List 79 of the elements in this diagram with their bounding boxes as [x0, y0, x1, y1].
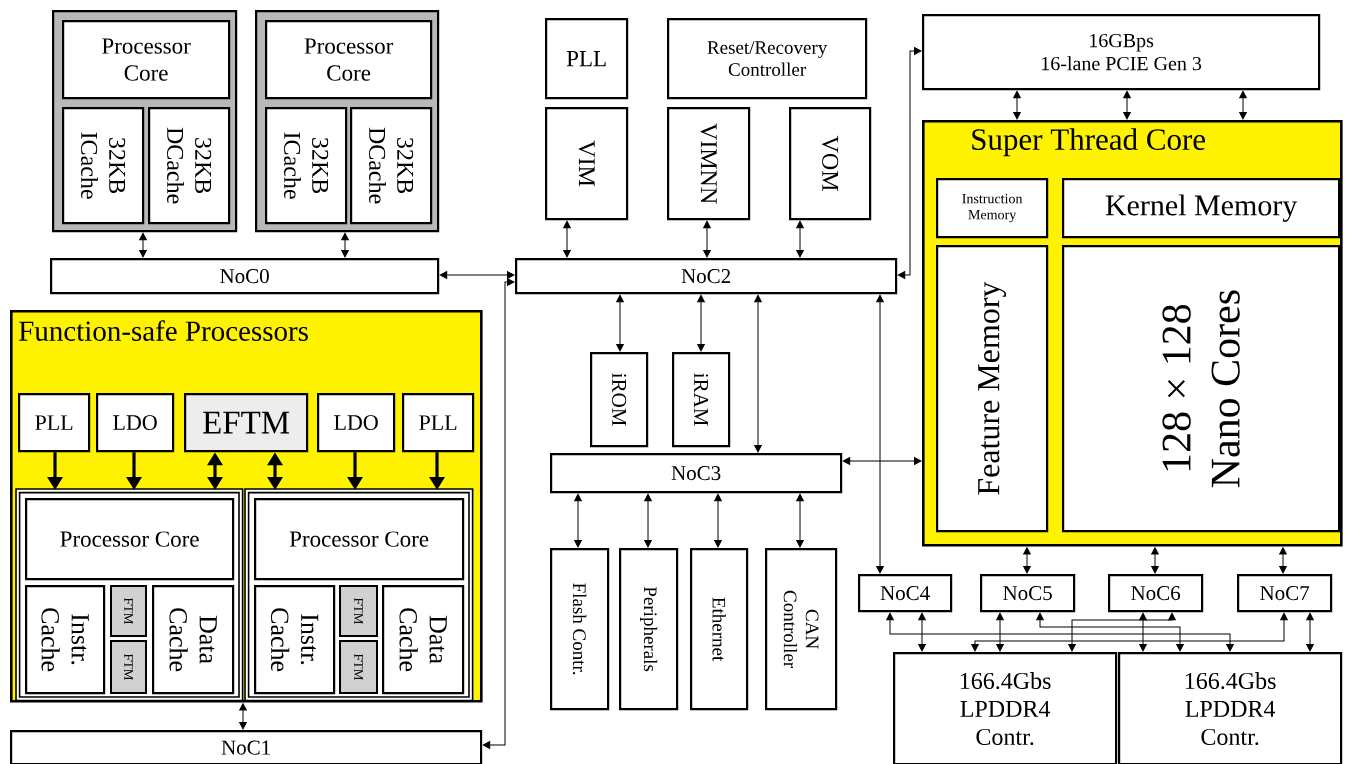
arrow — [563, 220, 571, 258]
cache-box: Data Cache — [382, 585, 465, 695]
core-array-box: 128 × 128 Nano Cores — [1062, 245, 1341, 533]
arrow — [616, 294, 624, 352]
cache-box: Instr. Cache — [254, 585, 336, 695]
ftm-box: FTM — [110, 640, 147, 694]
noc-bar: NoC1 — [10, 730, 483, 764]
arrow — [139, 232, 147, 258]
memory-box: iROM — [590, 352, 649, 448]
arrow — [1151, 547, 1159, 574]
processor-box: Processor Core — [25, 498, 235, 581]
arrow — [1279, 547, 1287, 574]
arrow — [796, 220, 804, 258]
arrow — [1306, 612, 1314, 652]
memory-box: Kernel Memory — [1062, 178, 1341, 239]
arrow — [644, 493, 652, 548]
arrow — [239, 703, 247, 730]
noc-bar: NoC7 — [1237, 574, 1333, 613]
peripheral-box: Ethernet — [690, 548, 749, 711]
ftm-box: FTM — [339, 640, 378, 694]
arrow — [697, 294, 705, 352]
module-box: VIM — [545, 107, 629, 221]
arrow — [341, 232, 349, 258]
module-box: VOM — [789, 107, 872, 221]
arrow — [482, 278, 515, 749]
cache-box: Data Cache — [152, 585, 235, 695]
arrow — [1036, 612, 1184, 652]
arrow — [996, 612, 1004, 652]
memory-box: Feature Memory — [936, 245, 1049, 533]
arrow — [439, 271, 515, 279]
noc-bar: NoC0 — [50, 258, 440, 295]
peripheral-box: Peripherals — [619, 548, 679, 711]
arrow — [714, 493, 722, 548]
arrow — [876, 294, 884, 574]
arrow — [1123, 90, 1131, 120]
arrow — [897, 47, 922, 279]
cache-box: Instr. Cache — [25, 585, 106, 695]
processor-box: Processor Core — [62, 20, 231, 100]
ftm-box: FTM — [110, 585, 147, 637]
memory-controller-box: 166.4Gbs LPDDR4 Contr. — [893, 652, 1118, 764]
pll-box: PLL — [402, 393, 475, 453]
memory-box: iRAM — [672, 352, 731, 448]
arrow — [886, 612, 1234, 652]
arrow — [1139, 612, 1147, 652]
processor-box: Processor Core — [265, 20, 433, 100]
ldo-box: LDO — [96, 393, 175, 453]
eftm-box: EFTM — [184, 393, 309, 453]
pcie-box: 16GBps 16-lane PCIE Gen 3 — [922, 14, 1321, 91]
ftm-box: FTM — [339, 585, 378, 637]
peripheral-box: CAN Controller — [765, 548, 838, 711]
arrow — [574, 493, 582, 548]
pll-box: PLL — [18, 393, 91, 453]
arrow — [918, 612, 926, 652]
cache-box: 32KB DCache — [148, 107, 231, 225]
arrow — [971, 612, 1288, 652]
pll-box: PLL — [545, 18, 629, 100]
arrow — [1023, 547, 1031, 574]
ldo-box: LDO — [317, 393, 396, 453]
memory-box: Instruction Memory — [936, 178, 1049, 239]
cache-box: 32KB DCache — [350, 107, 433, 225]
peripheral-box: Flash Contr. — [550, 548, 610, 711]
cache-box: 32KB ICache — [265, 107, 348, 225]
arrow — [796, 493, 804, 548]
arrow — [1068, 612, 1176, 652]
arrow — [1013, 90, 1021, 120]
noc-bar: NoC4 — [858, 574, 953, 613]
noc-bar: NoC3 — [550, 453, 843, 494]
memory-controller-box: 166.4Gbs LPDDR4 Contr. — [1118, 652, 1343, 764]
noc-bar: NoC6 — [1108, 574, 1204, 613]
noc-bar: NoC5 — [980, 574, 1076, 613]
processor-box: Processor Core — [254, 498, 465, 581]
arrow — [754, 294, 762, 453]
arrow — [842, 457, 922, 465]
controller-box: Reset/Recovery Controller — [667, 18, 868, 100]
arrow — [703, 220, 711, 258]
module-box: VIMNN — [667, 107, 751, 221]
noc-bar: NoC2 — [515, 258, 898, 295]
cache-box: 32KB ICache — [62, 107, 145, 225]
arrow — [1239, 90, 1247, 120]
